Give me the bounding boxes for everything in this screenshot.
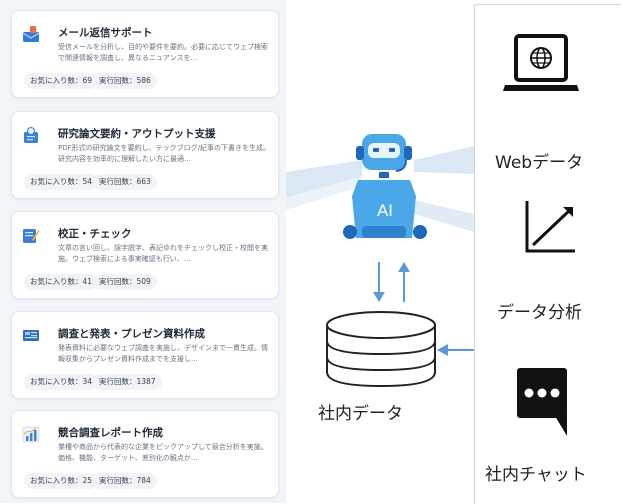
- beam-right: [414, 146, 474, 174]
- document-icon: [24, 127, 38, 143]
- beam-right-2: [414, 200, 474, 232]
- template-card[interactable]: 研究論文要約・アウトプット支援 PDF形式の研究論文を要約し、テックブログ/紀事…: [11, 111, 279, 199]
- beam-left-2: [286, 176, 362, 210]
- favorites-badge: お気に入り数：25: [24, 473, 99, 489]
- chat-bubble-icon: [517, 368, 567, 436]
- mail-icon: [22, 26, 40, 42]
- card-description: PDF形式の研究論文を要約し、テックブログ/紀事の下書きを生成。研究内容を効率的…: [58, 144, 270, 163]
- source-label-web: Webデータ: [495, 153, 584, 173]
- runs-badge: 実行回数：663: [93, 174, 157, 190]
- card-title: 研究論文要約・アウトプット支援: [58, 128, 216, 140]
- favorites-badge: お気に入り数：54: [24, 174, 99, 190]
- template-card[interactable]: メール返信サポート 受信メールを分析し、目的や要件を要約。必要に応じてウェブ検索…: [11, 10, 279, 98]
- card-title: 競合調査レポート作成: [58, 427, 163, 439]
- favorites-badge: お気に入り数：41: [24, 274, 99, 290]
- data-sources-panel: Webデータ データ分析 社内チャット: [474, 4, 621, 504]
- robot-label: AI: [376, 201, 394, 220]
- card-title: メール返信サポート: [58, 27, 153, 39]
- card-description: 受信メールを分析し、目的や要件を要約。必要に応じてウェブ検索で関連情報を調査し、…: [58, 43, 268, 62]
- card-title: 校正・チェック: [58, 228, 132, 240]
- card-description: 業種や商品から代表的な企業をピックアップして競合分析を実施。価格、機能、ターゲッ…: [58, 443, 268, 462]
- favorites-badge: お気に入り数：34: [24, 374, 99, 390]
- favorites-badge: お気に入り数：69: [24, 73, 99, 89]
- runs-badge: 実行回数：509: [93, 274, 157, 290]
- source-label-analysis: データ分析: [497, 303, 582, 323]
- runs-badge: 実行回数：586: [93, 73, 157, 89]
- pencil-icon: [23, 229, 40, 243]
- card-description: 発表資料に必要なウェブ調査を実施し、デザインまで一貫生成。情報収集からプレゼン資…: [58, 344, 268, 363]
- presentation-icon: [23, 330, 39, 341]
- arrow-up-head: [398, 262, 410, 272]
- laptop-globe-icon: [503, 34, 579, 91]
- template-list-panel: メール返信サポート 受信メールを分析し、目的や要件を要約。必要に応じてウェブ検索…: [0, 0, 286, 503]
- database-icon: [326, 311, 436, 388]
- runs-badge: 実行回数：784: [93, 473, 157, 489]
- robot-icon: [343, 134, 427, 239]
- arrow-down-head: [373, 292, 385, 302]
- template-card[interactable]: 校正・チェック 文章の言い回し、誤字脱字、表記ゆれをチェックし校正・校閲を実施。…: [11, 211, 279, 299]
- runs-badge: 実行回数：1387: [93, 374, 162, 390]
- sources-icons: [503, 34, 579, 436]
- card-title: 調査と発表・プレゼン資料作成: [58, 328, 205, 340]
- template-card[interactable]: 調査と発表・プレゼン資料作成 発表資料に必要なウェブ調査を実施し、デザインまで一…: [11, 311, 279, 399]
- source-label-chat: 社内チャット: [485, 465, 587, 485]
- internal-data-label: 社内データ: [318, 404, 403, 424]
- beam-left: [286, 160, 362, 198]
- chart-report-icon: [22, 426, 40, 443]
- arrow-left-head: [437, 344, 448, 356]
- trend-chart-icon: [525, 201, 575, 253]
- card-description: 文章の言い回し、誤字脱字、表記ゆれをチェックし校正・校閲を実施。ウェブ検索による…: [58, 244, 268, 263]
- template-card[interactable]: 競合調査レポート作成 業種や商品から代表的な企業をピックアップして競合分析を実施…: [11, 410, 279, 498]
